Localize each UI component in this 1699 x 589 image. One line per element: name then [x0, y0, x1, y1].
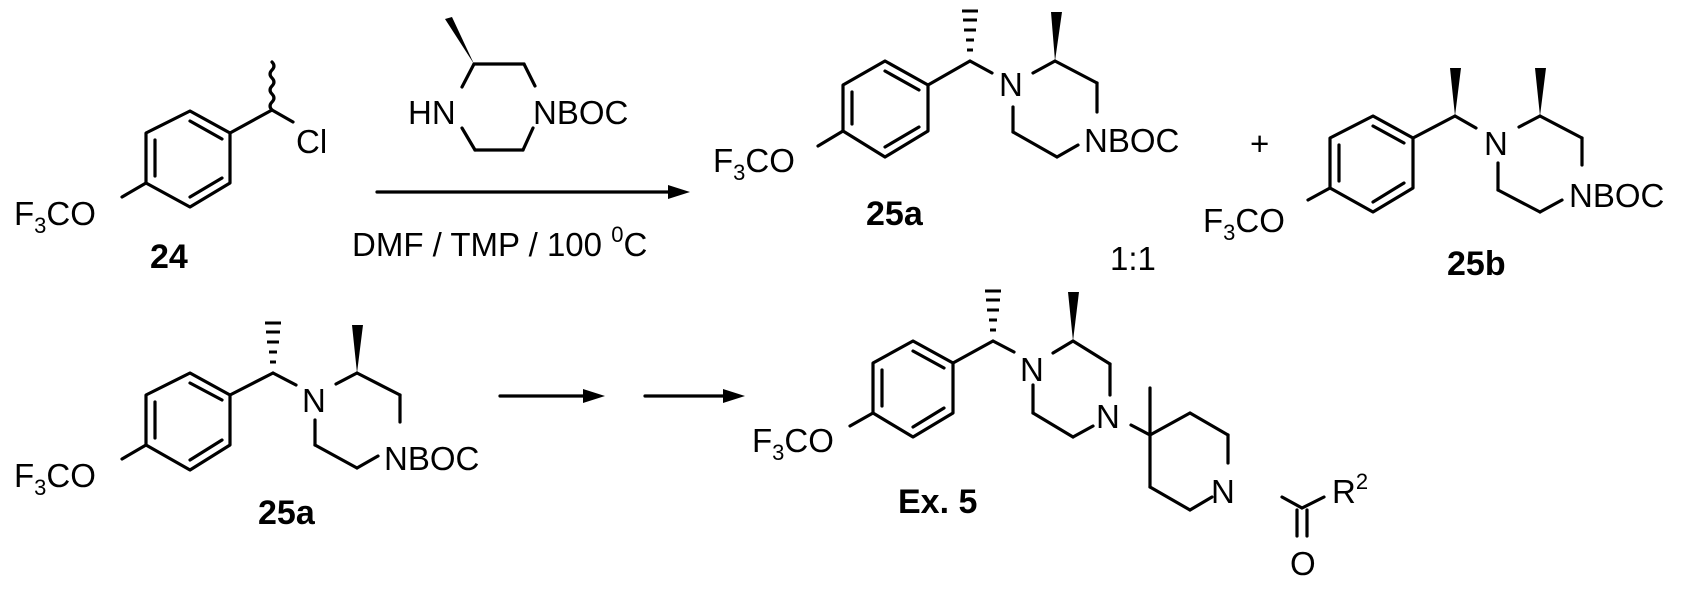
r2-group: R2: [1332, 469, 1368, 510]
compound-label-25b: 25b: [1447, 245, 1506, 283]
plus-sign: +: [1250, 125, 1269, 162]
substituent-ocf3: F3CO: [713, 142, 795, 185]
compound-25b-product: N NBOC F3CO 25b: [1203, 68, 1664, 283]
reagent-boc-methylpiperazine: HN NBOC: [408, 17, 628, 152]
atom-n3: N: [1211, 473, 1235, 510]
atom-carbonyl-o: O: [1290, 545, 1316, 582]
atom-cl: Cl: [296, 123, 327, 160]
reaction-arrow: [375, 185, 690, 199]
atom-n1: N: [1020, 351, 1044, 388]
atom-nboc: NBOC: [384, 440, 479, 477]
substituent-ocf3: F3CO: [14, 195, 96, 238]
multistep-arrows: [498, 389, 745, 403]
atom-nboc: NBOC: [533, 94, 628, 131]
diastereomer-ratio: 1:1: [1110, 240, 1156, 277]
compound-label-25a: 25a: [258, 494, 316, 532]
compound-label-ex5: Ex. 5: [898, 483, 977, 521]
compound-ex5: N N N R2 O F3CO Ex. 5: [752, 289, 1368, 582]
atom-n: N: [999, 66, 1023, 103]
atom-nboc: NBOC: [1569, 177, 1664, 214]
compound-25a-starting: N NBOC F3CO 25a: [14, 321, 479, 532]
atom-nboc: NBOC: [1084, 122, 1179, 159]
reaction-conditions: DMF / TMP / 100 0C: [352, 222, 647, 263]
atom-hn: HN: [408, 94, 456, 131]
substituent-ocf3: F3CO: [1203, 202, 1285, 245]
substituent-ocf3: F3CO: [752, 422, 834, 465]
compound-25a-product: N NBOC F3CO 25a: [713, 9, 1179, 233]
compound-24: Cl F3CO 24: [14, 60, 327, 276]
substituent-ocf3: F3CO: [14, 457, 96, 500]
atom-n: N: [1484, 125, 1508, 162]
compound-label-24: 24: [150, 238, 188, 276]
atom-n: N: [302, 382, 326, 419]
atom-n2: N: [1096, 398, 1120, 435]
compound-label-25a: 25a: [866, 195, 924, 233]
